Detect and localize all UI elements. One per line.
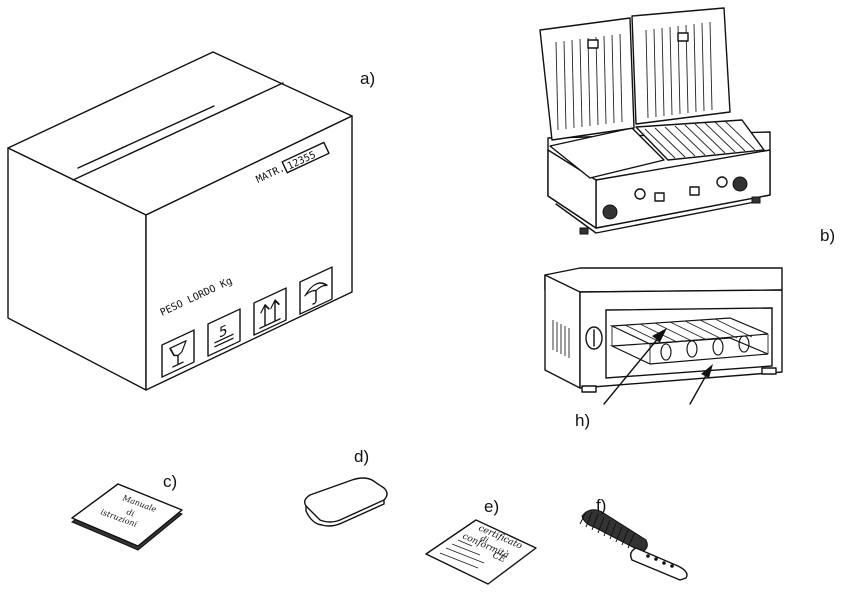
ce-certificate: certificato di conformità CE bbox=[425, 519, 537, 585]
stack-limit-icon: 5 bbox=[207, 308, 241, 357]
shipping-box: MATR. 12355 PESO LORDO Kg 5 bbox=[7, 51, 353, 391]
pointer-arrows bbox=[603, 328, 713, 405]
left-knob-icon bbox=[602, 204, 618, 220]
label-f: f) bbox=[596, 496, 606, 515]
label-a: a) bbox=[360, 69, 375, 88]
contact-grill bbox=[539, 7, 771, 235]
instruction-manual: Manuale di istruzioni bbox=[70, 483, 183, 551]
label-e: e) bbox=[484, 497, 499, 516]
label-b: b) bbox=[820, 226, 835, 245]
certificate-line-2: di bbox=[479, 534, 490, 546]
label-c: c) bbox=[163, 472, 177, 491]
keep-dry-umbrella-icon bbox=[299, 266, 333, 315]
label-d: d) bbox=[354, 447, 369, 466]
wire-brush bbox=[579, 509, 688, 581]
this-side-up-icon bbox=[253, 287, 287, 336]
right-knob-icon bbox=[732, 176, 748, 192]
svg-text:5: 5 bbox=[219, 322, 227, 342]
manual-line-2: di bbox=[125, 507, 136, 518]
salamander-toaster bbox=[544, 267, 783, 393]
fragile-glass-icon bbox=[161, 329, 195, 378]
cleaning-pad bbox=[303, 477, 388, 527]
label-h: h) bbox=[575, 411, 590, 430]
